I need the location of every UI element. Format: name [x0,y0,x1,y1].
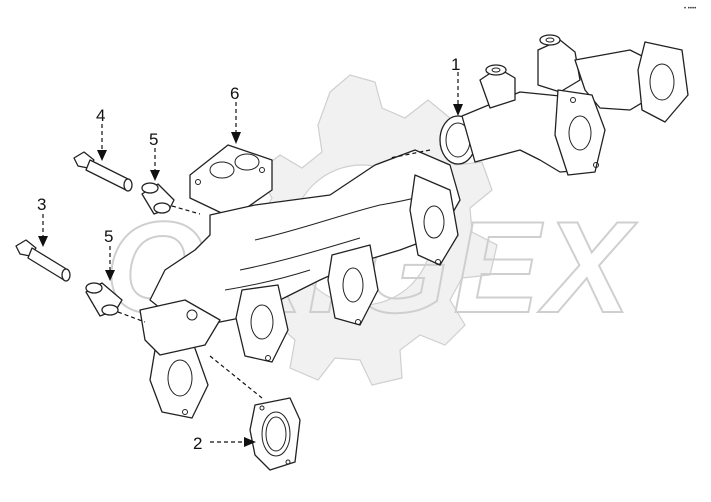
leader-lines [38,72,463,447]
part-exhaust-manifold [139,144,461,419]
part-elbow-pipe [439,34,689,176]
part-stud-upper [73,151,133,192]
callout-3: 3 [37,195,46,214]
part-gasket [249,397,301,471]
part-spacer-lower [85,282,123,317]
callout-5-lower: 5 [104,227,113,246]
callout-6: 6 [230,84,239,103]
part-stud-lower [15,239,71,282]
corner-mark: • •••• [684,6,696,12]
callout-4: 4 [96,106,105,125]
part-spacer-upper [141,182,175,215]
callout-2: 2 [193,434,202,453]
callout-5-upper: 5 [149,130,158,149]
callout-1: 1 [451,55,460,74]
